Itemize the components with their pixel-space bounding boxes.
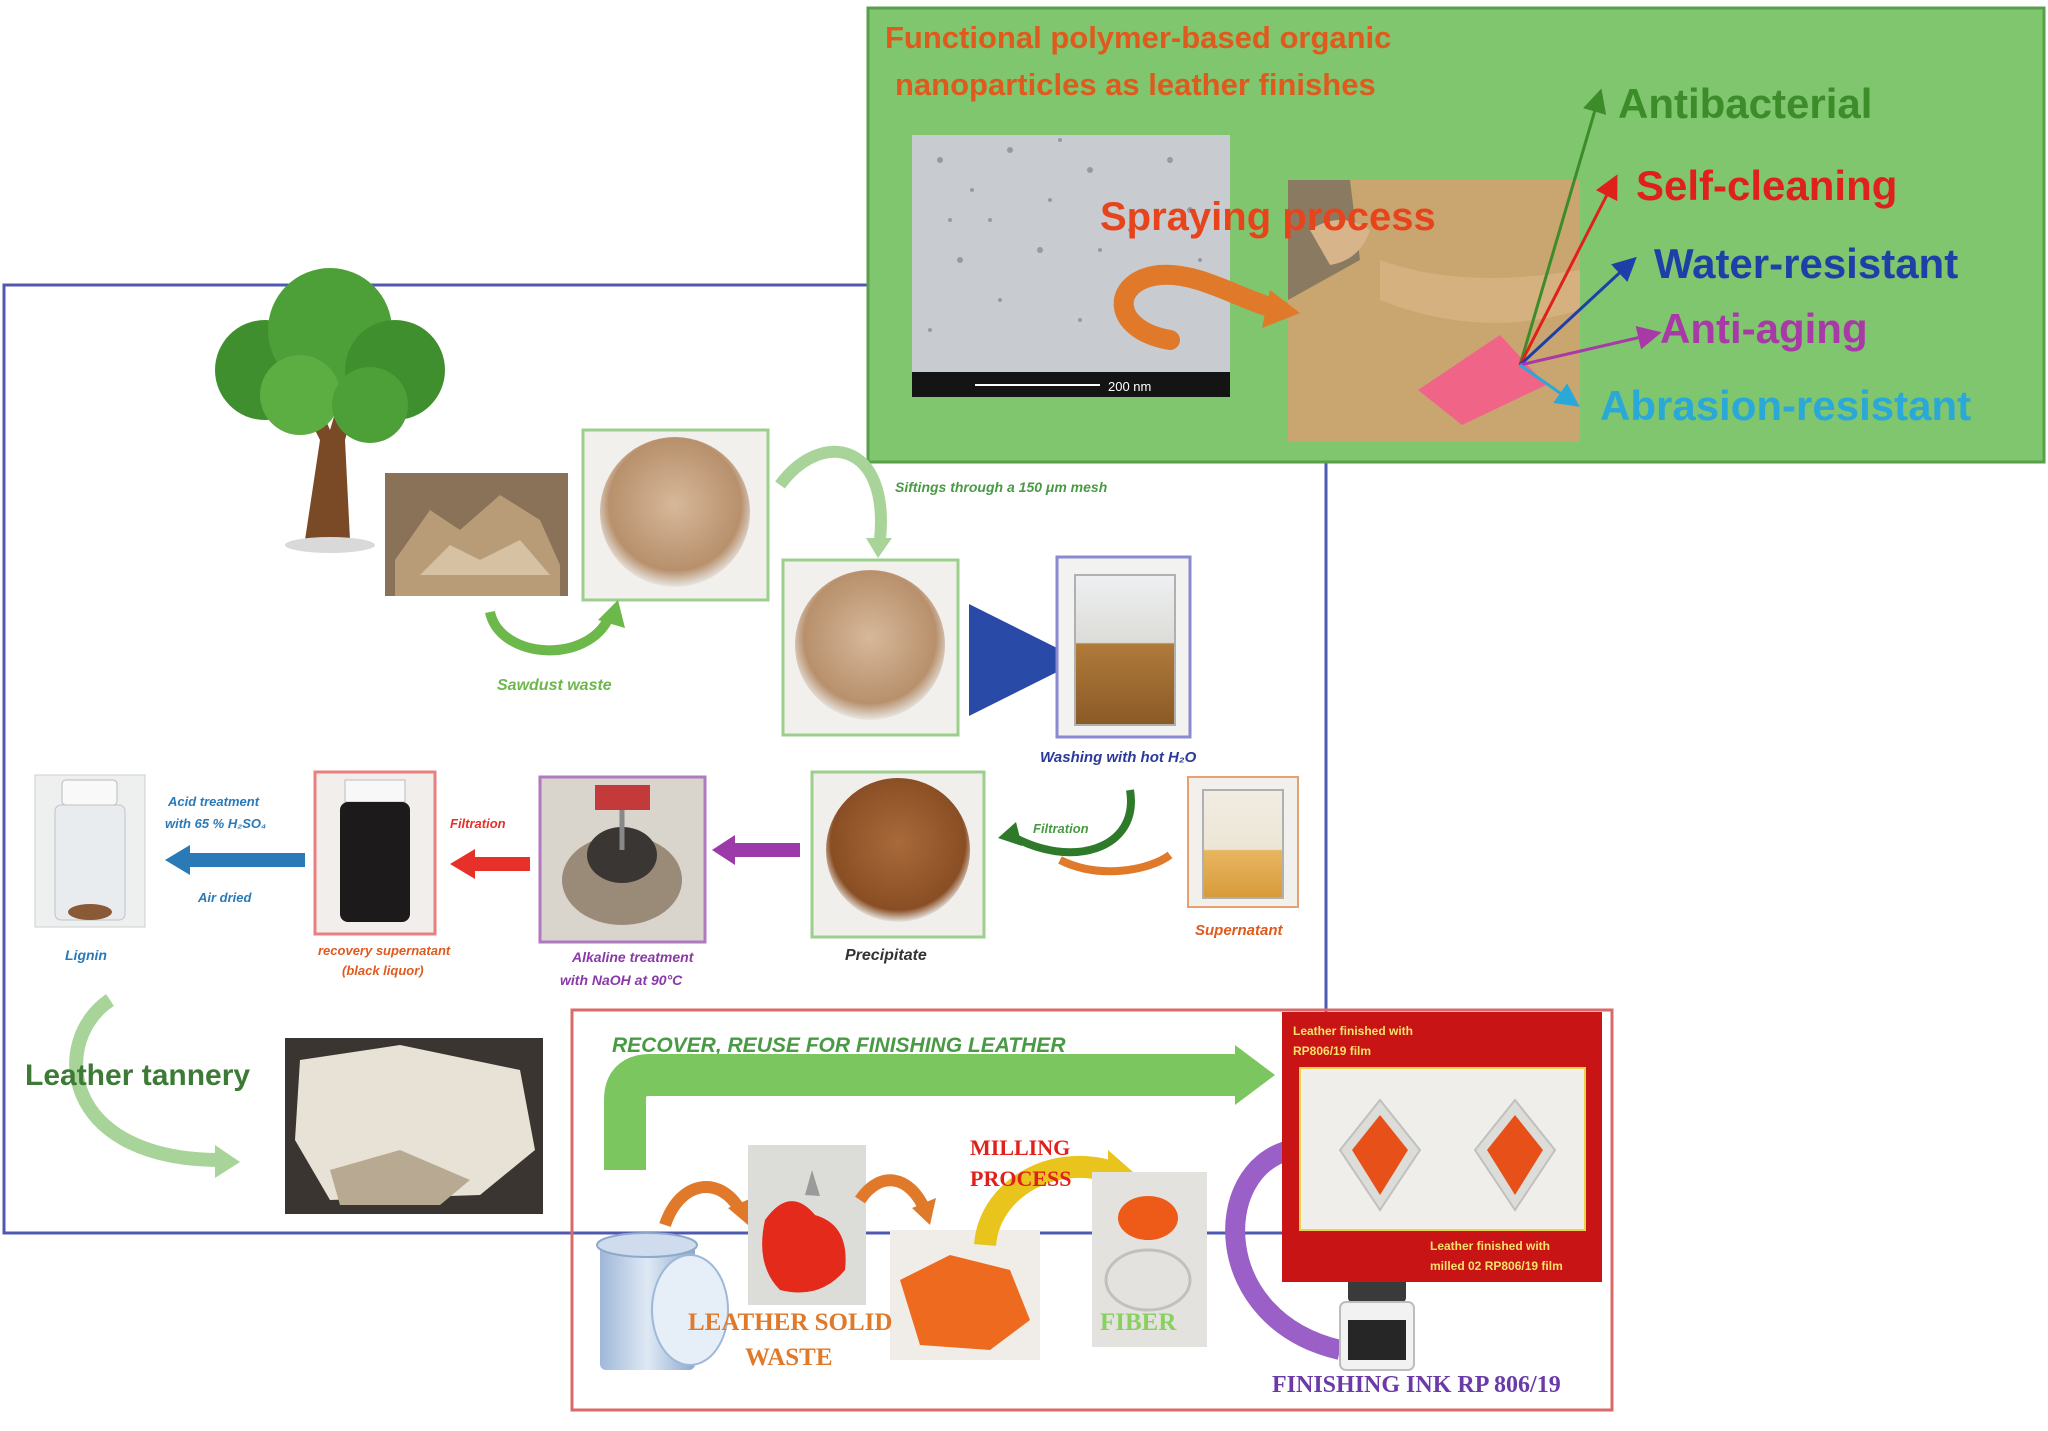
supernatant-photo	[1187, 776, 1299, 908]
arrow-abrasion-resistant	[1519, 363, 1580, 407]
finished-sample-1	[1352, 1115, 1408, 1195]
finished-bottom-label-line1: Leather finished with	[1430, 1239, 1550, 1253]
arrow-water-resistant	[1518, 256, 1637, 367]
finished-bottom-label-line2: milled 02 RP806/19 film	[1430, 1259, 1563, 1273]
sawdust-dish-photo	[581, 428, 770, 602]
trash-can-icon	[596, 1232, 729, 1370]
nanoparticle-panel: Functional polymer-based organic nanopar…	[866, 6, 2046, 464]
sawdust-pile-photo	[385, 473, 568, 596]
property-self-cleaning: Self-cleaning	[1636, 162, 1897, 209]
lignin-label: Lignin	[65, 947, 107, 963]
finished-sample-2	[1487, 1115, 1543, 1195]
recover-reuse-label: RECOVER, REUSE FOR FINISHING LEATHER	[612, 1034, 1066, 1057]
tree-illustration	[215, 268, 445, 553]
arrow-antibacterial	[1518, 88, 1607, 366]
property-anti-aging: Anti-aging	[1660, 305, 1868, 352]
filtration-arrow-green	[1007, 789, 1135, 857]
leather-solid-waste-line1: LEATHER SOLID	[688, 1309, 892, 1336]
leather-scraps-photo	[890, 1230, 1040, 1360]
arrow-ink-to-finish	[1225, 1140, 1343, 1360]
spraying-process-label: Spraying process	[1100, 195, 1436, 239]
property-antibacterial: Antibacterial	[1618, 80, 1872, 127]
arrow-anti-aging	[1519, 326, 1662, 367]
finished-top-label-line2: RP806/19 film	[1293, 1044, 1371, 1058]
filtration-left-label: Filtration	[450, 816, 506, 831]
leather-solid-waste-line2: WASTE	[745, 1344, 833, 1371]
finished-top-label-line1: Leather finished with	[1293, 1024, 1413, 1038]
sawdust-waste-label: Sawdust waste	[497, 677, 612, 694]
milling-arrow	[974, 1155, 1125, 1247]
acid-label-line2: with 65 % H₂SO₄	[165, 816, 266, 831]
washing-beaker-photo	[1055, 555, 1192, 739]
sifted-sawdust-photo	[781, 558, 960, 737]
leather-spray-photo	[1288, 180, 1580, 442]
alkaline-label-line2: with NaOH at 90°C	[560, 972, 683, 988]
tannery-hide-photo	[285, 1038, 543, 1214]
recover-reuse-arrow	[604, 1054, 1240, 1170]
recovery-label-line2: (black liquor)	[342, 963, 424, 978]
filtration-arrow-orange	[1058, 851, 1173, 876]
air-dried-label: Air dried	[197, 890, 253, 905]
milling-label-line1: MILLING	[970, 1135, 1070, 1160]
red-bag-photo	[748, 1145, 866, 1305]
finished-leather-panel	[1282, 1012, 1602, 1282]
tem-micrograph: 200 nm	[912, 135, 1230, 397]
finishing-ink-label: FINISHING INK RP 806/19	[1272, 1372, 1561, 1398]
alkaline-label-line1: Alkaline treatment	[571, 949, 695, 965]
sifting-arrow	[775, 445, 887, 541]
supernatant-label: Supernatant	[1195, 922, 1284, 939]
precipitate-photo	[810, 770, 986, 939]
leather-tannery-label: Leather tannery	[25, 1059, 250, 1092]
scale-bar-label: 200 nm	[1108, 379, 1151, 394]
spraying-arrow	[1113, 264, 1290, 350]
property-water-resistant: Water-resistant	[1654, 240, 1958, 287]
black-liquor-photo	[313, 770, 437, 936]
milled-fiber-photo	[1092, 1172, 1207, 1347]
sawdust-cycle-arrow	[485, 610, 615, 656]
panel-title-line2: nanoparticles as leather finishes	[895, 67, 1376, 102]
recycling-panel-frame	[570, 1008, 1614, 1412]
arrow-to-scraps	[855, 1174, 931, 1213]
property-abrasion-resistant: Abrasion-resistant	[1600, 382, 1971, 429]
arrow-to-bag	[659, 1181, 746, 1228]
precipitate-label: Precipitate	[845, 947, 927, 964]
tannery-cycle-arrow	[69, 994, 221, 1167]
panel-title-line1: Functional polymer-based organic	[885, 20, 1391, 55]
recovery-label-line1: recovery supernatant	[318, 943, 451, 958]
milling-label-line2: PROCESS	[970, 1166, 1071, 1191]
acid-label-line1: Acid treatment	[167, 794, 260, 809]
lignin-photo	[34, 774, 146, 928]
arrow-self-cleaning	[1518, 174, 1618, 366]
filtration-right-label: Filtration	[1033, 821, 1089, 836]
washing-label: Washing with hot H₂O	[1040, 749, 1197, 766]
fiber-label: FIBER	[1100, 1309, 1177, 1336]
siftings-label: Siftings through a 150 μm mesh	[895, 479, 1107, 495]
pink-leather-swatch	[1418, 335, 1546, 425]
alkaline-reactor-photo	[538, 775, 707, 944]
